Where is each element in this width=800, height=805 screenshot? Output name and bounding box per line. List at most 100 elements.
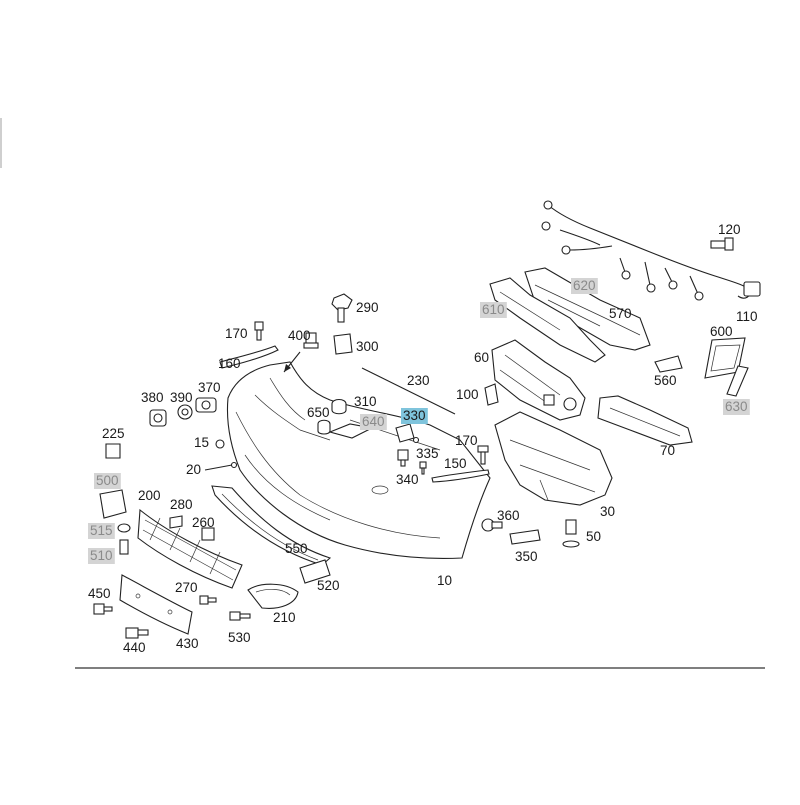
grille-200-part[interactable] xyxy=(137,508,243,589)
holder-370-part[interactable] xyxy=(195,397,217,413)
clip-260-part[interactable] xyxy=(201,527,215,541)
label-300[interactable]: 300 xyxy=(356,339,379,354)
label-610[interactable]: 610 xyxy=(480,302,507,318)
label-330[interactable]: 330 xyxy=(401,408,428,424)
screw-530-part[interactable] xyxy=(229,611,251,621)
bracket-350-part[interactable] xyxy=(509,529,541,545)
screw-20-part[interactable] xyxy=(204,461,238,471)
label-510[interactable]: 510 xyxy=(88,548,115,564)
label-110[interactable]: 110 xyxy=(736,309,758,324)
label-160[interactable]: 160 xyxy=(218,356,241,371)
label-500[interactable]: 500 xyxy=(94,473,121,489)
support-frame-30-part[interactable] xyxy=(494,411,613,506)
label-335[interactable]: 335 xyxy=(416,446,439,461)
absorber-60-part[interactable] xyxy=(491,339,586,421)
strip-160-part[interactable] xyxy=(219,345,279,369)
clip-15-part[interactable] xyxy=(215,439,225,449)
absorber-70-part[interactable] xyxy=(597,395,693,446)
license-plate-430-part[interactable] xyxy=(119,574,193,635)
bracket-100-part[interactable] xyxy=(484,383,499,406)
label-560[interactable]: 560 xyxy=(654,373,677,388)
label-290[interactable]: 290 xyxy=(356,300,379,315)
bolt-335-part[interactable] xyxy=(397,449,409,467)
label-640[interactable]: 640 xyxy=(360,414,387,430)
bumper-cover-10-part[interactable] xyxy=(227,361,491,559)
clip-280-part[interactable] xyxy=(169,515,183,529)
label-260[interactable]: 260 xyxy=(192,515,215,530)
label-370[interactable]: 370 xyxy=(198,380,221,395)
clip-50-part[interactable] xyxy=(562,519,580,548)
clip-225-part[interactable] xyxy=(105,443,121,459)
bolt-510-part[interactable] xyxy=(119,539,129,555)
label-270[interactable]: 270 xyxy=(175,580,198,595)
label-text-310: 310 xyxy=(354,394,377,409)
label-170a[interactable]: 170 xyxy=(225,326,248,341)
label-text-330: 330 xyxy=(403,408,426,423)
label-15[interactable]: 15 xyxy=(194,435,209,450)
bracket-560-part[interactable] xyxy=(654,355,683,373)
bracket-610-part[interactable] xyxy=(489,277,606,363)
label-70[interactable]: 70 xyxy=(660,443,675,458)
label-530[interactable]: 530 xyxy=(228,630,251,645)
bolt-290-part[interactable] xyxy=(331,293,353,323)
label-390[interactable]: 390 xyxy=(170,390,193,405)
cap-650-part[interactable] xyxy=(317,419,331,435)
label-340[interactable]: 340 xyxy=(396,472,419,487)
label-200[interactable]: 200 xyxy=(138,488,161,503)
bolt-400-part[interactable] xyxy=(303,332,319,349)
bracket-500-part[interactable] xyxy=(99,489,127,519)
label-10[interactable]: 10 xyxy=(437,573,452,588)
label-20[interactable]: 20 xyxy=(186,462,201,477)
label-630[interactable]: 630 xyxy=(723,399,750,415)
label-280[interactable]: 280 xyxy=(170,497,193,512)
screw-450-part[interactable] xyxy=(93,603,113,615)
label-400[interactable]: 400 xyxy=(288,328,311,343)
label-600[interactable]: 600 xyxy=(710,324,733,339)
wiring-harness-part[interactable] xyxy=(541,200,761,301)
spoiler-520-part[interactable] xyxy=(299,559,331,584)
screw-270-part[interactable] xyxy=(199,595,217,605)
bolt-360-part[interactable] xyxy=(481,518,503,532)
molding-230-part[interactable] xyxy=(361,367,456,415)
label-210[interactable]: 210 xyxy=(273,610,296,625)
sensor-380-part[interactable] xyxy=(149,409,167,427)
label-380[interactable]: 380 xyxy=(141,390,164,405)
fog-lamp-cover-210-part[interactable] xyxy=(247,583,299,609)
label-515[interactable]: 515 xyxy=(88,523,115,539)
label-440[interactable]: 440 xyxy=(123,640,146,655)
label-450[interactable]: 450 xyxy=(88,586,111,601)
nut-310-part[interactable] xyxy=(331,398,347,415)
label-620[interactable]: 620 xyxy=(571,278,598,294)
clip-340-part[interactable] xyxy=(419,461,427,475)
label-360[interactable]: 360 xyxy=(497,508,520,523)
label-120[interactable]: 120 xyxy=(718,222,741,237)
label-text-260: 260 xyxy=(192,515,215,530)
label-50[interactable]: 50 xyxy=(586,529,601,544)
label-430[interactable]: 430 xyxy=(176,636,199,651)
label-570[interactable]: 570 xyxy=(609,306,632,321)
strip-150-part[interactable] xyxy=(431,469,490,483)
bolt-120-part[interactable] xyxy=(710,237,734,251)
label-150[interactable]: 150 xyxy=(444,456,467,471)
label-650[interactable]: 650 xyxy=(307,405,330,420)
label-350[interactable]: 350 xyxy=(515,549,538,564)
ring-390-part[interactable] xyxy=(177,404,193,420)
label-30[interactable]: 30 xyxy=(600,504,615,519)
clip-170b-part[interactable] xyxy=(477,445,489,465)
label-230[interactable]: 230 xyxy=(407,373,430,388)
label-60[interactable]: 60 xyxy=(474,350,489,365)
label-225[interactable]: 225 xyxy=(102,426,125,441)
strip-630-part[interactable] xyxy=(726,365,749,397)
clip-170-part[interactable] xyxy=(254,321,264,341)
label-170b[interactable]: 170 xyxy=(455,433,478,448)
bolt-440-part[interactable] xyxy=(125,627,149,639)
nut-300-part[interactable] xyxy=(333,333,353,355)
bracket-330-part[interactable] xyxy=(395,423,420,444)
label-text-500: 500 xyxy=(96,473,119,488)
washer-515-part[interactable] xyxy=(117,523,131,533)
label-100[interactable]: 100 xyxy=(456,387,479,402)
label-520[interactable]: 520 xyxy=(317,578,340,593)
label-310[interactable]: 310 xyxy=(354,394,377,409)
label-550[interactable]: 550 xyxy=(285,541,308,556)
